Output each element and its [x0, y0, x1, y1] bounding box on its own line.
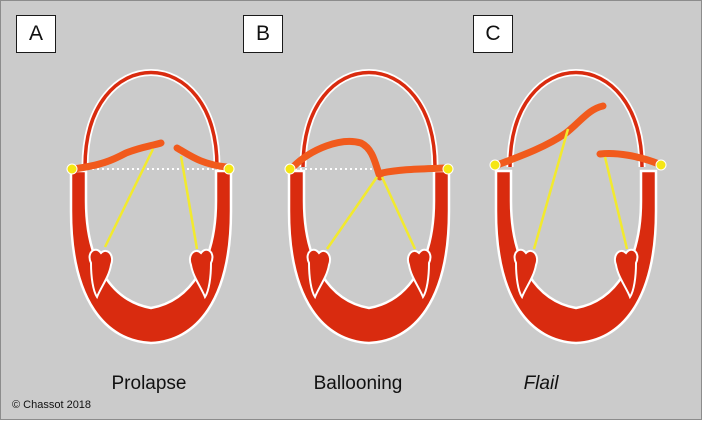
chorda-a-right: [179, 155, 199, 250]
panel-b-heart: [284, 73, 454, 344]
panel-label-b: B: [243, 15, 283, 53]
annulus-dot-b-left: [284, 163, 296, 175]
anterior-leaflet-a: [70, 139, 165, 173]
annulus-dot-c-right: [655, 159, 667, 171]
posterior-leaflet-b: [378, 164, 449, 177]
annulus-dot-b-right: [442, 163, 454, 175]
posterior-leaflet-c: [596, 150, 663, 168]
annulus-dot-c-left: [489, 159, 501, 171]
copyright-notice: © Chassot 2018: [12, 399, 92, 411]
annulus-dot-a-right: [223, 163, 235, 175]
panel-label-c: C: [473, 15, 513, 53]
posterior-leaflet-a: [173, 144, 230, 171]
chorda-c-right: [603, 156, 629, 250]
panel-c-heart: [489, 73, 667, 344]
annulus-dot-a-left: [66, 163, 78, 175]
panel-a-heart: [66, 73, 235, 344]
chorda-b-left: [325, 176, 379, 250]
caption-flail: Flail: [523, 373, 559, 394]
chorda-c-left: [532, 128, 570, 250]
chorda-a-left: [103, 148, 155, 248]
anterior-leaflet-b: [289, 138, 384, 181]
caption-prolapse: Prolapse: [111, 373, 187, 394]
caption-ballooning: Ballooning: [313, 373, 403, 394]
panel-label-a: A: [16, 15, 56, 53]
chorda-b-right: [380, 176, 417, 250]
